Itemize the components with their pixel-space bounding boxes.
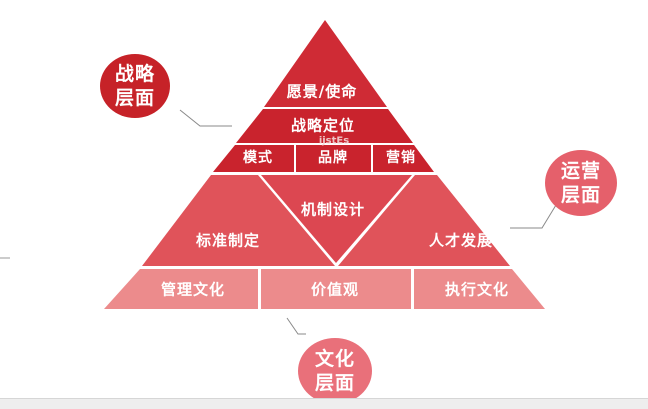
operational-level-line2: 层面 — [560, 184, 601, 206]
execution-culture-label: 执行文化 — [444, 280, 510, 299]
standards-segment — [142, 175, 335, 266]
marketing-label: 营销 — [386, 150, 416, 166]
strategic-level-line1: 战略 — [114, 63, 155, 85]
connector-strategic — [179, 109, 232, 127]
cultural-level-line2: 层面 — [314, 372, 355, 394]
window-bottom-strip — [0, 398, 648, 409]
values-segment — [261, 269, 411, 309]
strategic-level-circle: 战略 层面 — [100, 54, 170, 118]
operational-level-circle: 运营 层面 — [545, 150, 617, 216]
vision-label: 愿景/使命 — [286, 82, 358, 101]
brand-segment — [296, 145, 371, 172]
execution-culture-segment — [414, 269, 545, 309]
management-culture-label: 管理文化 — [160, 280, 226, 299]
cultural-level-line1: 文化 — [314, 348, 355, 370]
mechanism-label: 机制设计 — [300, 200, 366, 219]
management-culture-segment — [104, 269, 258, 309]
operational-level-line1: 运营 — [560, 160, 601, 182]
watermark-text: ijstEs — [318, 135, 350, 147]
brand-label: 品牌 — [318, 150, 348, 166]
strategy-segment — [236, 109, 413, 143]
strategy-label: 战略定位 — [290, 116, 356, 135]
model-label: 模式 — [243, 150, 273, 166]
strategic-level-line2: 层面 — [114, 87, 155, 109]
talent-segment — [338, 175, 510, 266]
standards-label: 标准制定 — [195, 231, 261, 250]
connector-operational — [510, 204, 557, 229]
vision-segment — [264, 20, 387, 107]
mechanism-segment — [261, 175, 412, 263]
connector-cultural — [286, 317, 306, 335]
values-label: 价值观 — [310, 280, 360, 299]
cultural-level-circle: 文化 层面 — [298, 338, 372, 404]
model-segment — [213, 145, 294, 172]
talent-label: 人才发展 — [428, 231, 494, 250]
marketing-segment — [373, 145, 434, 172]
